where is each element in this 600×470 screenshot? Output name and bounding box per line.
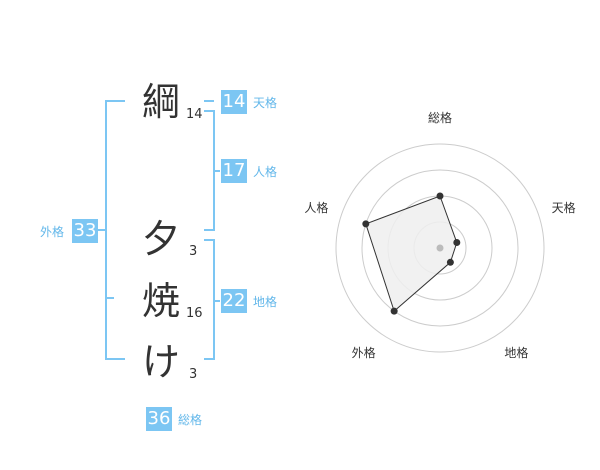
radar-chart bbox=[335, 143, 545, 353]
tenkaku-value: 14 bbox=[221, 90, 247, 114]
jinkaku-label: 人格 bbox=[253, 165, 278, 179]
name-char-4: け bbox=[142, 340, 181, 384]
name-char-2: 夕 bbox=[142, 217, 181, 261]
name-char-3: 焼 bbox=[142, 279, 181, 323]
jinkaku-value: 17 bbox=[221, 159, 247, 183]
soukaku-value: 36 bbox=[146, 407, 172, 431]
radar-point-2 bbox=[453, 239, 461, 247]
gaikaku-bracket bbox=[98, 100, 125, 360]
gaikaku-value: 33 bbox=[72, 219, 98, 243]
radar-axis-label-1: 総格 bbox=[427, 111, 453, 125]
jinkaku-bracket bbox=[204, 110, 220, 231]
radar-series-polygon bbox=[365, 195, 458, 312]
radar-ring bbox=[335, 143, 545, 353]
soukaku-label: 総格 bbox=[178, 413, 203, 427]
chikaku-bracket bbox=[204, 239, 220, 360]
radar-point-4 bbox=[390, 307, 398, 315]
chikaku-label: 地格 bbox=[253, 295, 278, 309]
radar-axis-label-4: 外格 bbox=[351, 346, 376, 361]
radar-axis-label-5: 人格 bbox=[304, 200, 329, 215]
name-char-4-strokes: 3 bbox=[189, 367, 198, 382]
radar-axis-label-3: 地格 bbox=[504, 346, 529, 361]
gaikaku-label: 外格 bbox=[40, 225, 65, 239]
radar-point-1 bbox=[436, 192, 444, 200]
radar-ring bbox=[361, 169, 519, 327]
name-char-1-strokes: 14 bbox=[186, 107, 203, 122]
radar-center-dot bbox=[436, 244, 444, 252]
radar-point-5 bbox=[362, 220, 370, 228]
radar-point-3 bbox=[446, 258, 454, 266]
tenkaku-label: 天格 bbox=[253, 96, 278, 110]
name-char-1: 綱 bbox=[142, 80, 181, 124]
chikaku-value: 22 bbox=[221, 289, 247, 313]
name-char-3-strokes: 16 bbox=[186, 306, 203, 321]
radar-axis-label-2: 天格 bbox=[551, 200, 576, 215]
name-char-2-strokes: 3 bbox=[189, 244, 198, 259]
